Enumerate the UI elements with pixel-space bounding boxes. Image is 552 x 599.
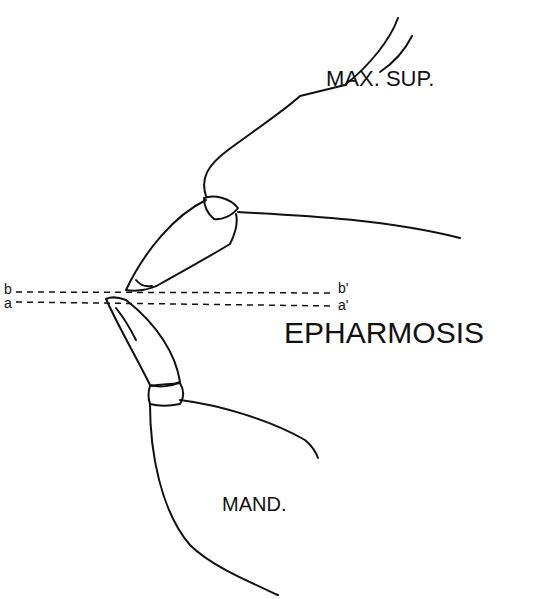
upper-jaw-outline	[204, 18, 398, 196]
upper-jaw-lower-edge	[238, 212, 460, 238]
lower-joint	[149, 383, 184, 406]
figure-term: EPHARMOSIS	[284, 318, 484, 348]
neck-line	[380, 36, 412, 72]
lower-tooth	[106, 298, 180, 387]
upper-joint	[204, 196, 238, 219]
upper-tooth-mark	[136, 280, 152, 286]
part-name: MAND.	[222, 494, 286, 514]
lower-tooth-mark	[116, 308, 136, 340]
line-letter: a'	[338, 298, 348, 312]
part-name: MAX. SUP.	[326, 68, 434, 90]
upper-tooth	[126, 200, 237, 291]
lower-jaw-upper-edge	[180, 400, 318, 458]
line-letter: a	[4, 296, 12, 310]
dashed-line-a	[16, 302, 334, 306]
line-letter: b	[4, 282, 12, 296]
line-letter: b'	[338, 281, 348, 295]
dashed-line-b	[16, 292, 334, 293]
